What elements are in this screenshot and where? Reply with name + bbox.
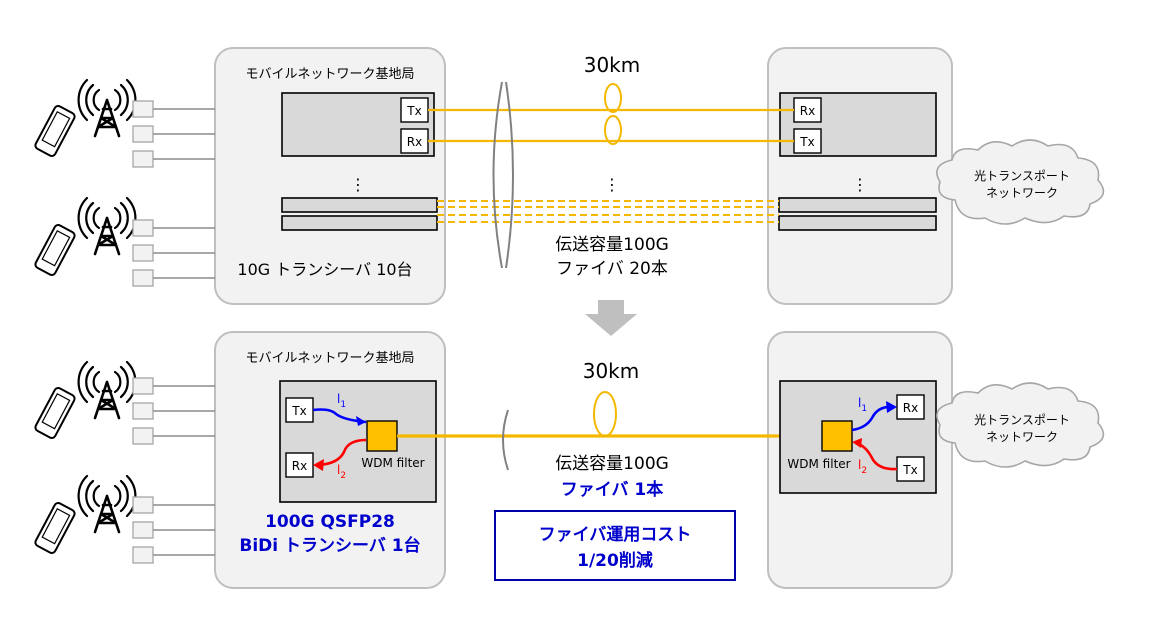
- wdm-filter-left: [366, 420, 398, 452]
- top-cloud-line2: ネットワーク: [986, 186, 1058, 200]
- bottom-tx-port: [285, 397, 314, 423]
- bottom-transceiver-line2: BiDi トランシーバ 1台: [239, 535, 420, 556]
- smartphone-icon: [33, 103, 77, 159]
- smartphone-icon: [33, 222, 77, 278]
- lambda1-label-right: l1: [858, 396, 867, 414]
- cloud-icon: [936, 382, 1105, 468]
- lambda2-path-right: [855, 441, 898, 471]
- top-capacity: 伝送容量100G: [555, 235, 669, 255]
- lambda2-label-right: l2: [858, 458, 867, 476]
- top-tx-port: [400, 97, 429, 123]
- smartphone-icon: [33, 500, 77, 556]
- cost-line2: 1/20削減: [577, 550, 653, 571]
- bottom-rx-port: [285, 452, 314, 478]
- wdm-label-left: WDM filter: [361, 456, 424, 470]
- bottom-bracket: [502, 409, 509, 471]
- lambda1-label-left: l1: [337, 392, 346, 410]
- top-bracket-left: [492, 81, 503, 269]
- bottom-transceiver-line1: 100G QSFP28: [265, 512, 395, 532]
- bottom-tx-label: Tx: [291, 404, 306, 418]
- lambda2-path: [317, 438, 367, 467]
- top-fiber-count: ファイバ 20本: [556, 259, 668, 279]
- top-remote-bar: [778, 215, 937, 231]
- top-transceiver-bar: [281, 197, 438, 213]
- cell-tower-icon: [77, 474, 137, 534]
- cell-tower-icon: [77, 78, 137, 138]
- lambda2-arrowhead: [313, 459, 324, 471]
- top-remote-tx-label: Tx: [799, 135, 814, 149]
- top-transceiver-bar: [281, 215, 438, 231]
- top-middle-ellipsis: ⋮: [604, 175, 620, 194]
- wdm-label-right: WDM filter: [787, 457, 850, 471]
- top-fibers: [428, 83, 794, 223]
- lambda1-arrowhead: [356, 416, 366, 426]
- top-transceiver-label: 10G トランシーバ 10台: [237, 260, 412, 279]
- lambda1-path: [312, 408, 367, 424]
- cell-tower-icon: [77, 360, 137, 420]
- down-arrow-icon: [585, 300, 637, 336]
- top-remote-tx-port: [793, 128, 822, 154]
- wdm-filter-right: [821, 420, 853, 452]
- bottom-cloud-line2: ネットワーク: [986, 430, 1058, 444]
- bottom-capacity: 伝送容量100G: [555, 454, 669, 474]
- top-access-links: [132, 100, 215, 287]
- top-remote-bar: [778, 197, 937, 213]
- top-right-ellipsis: ⋮: [852, 175, 868, 194]
- bottom-rx-label: Rx: [292, 459, 307, 473]
- cost-line1: ファイバ運用コスト: [539, 525, 692, 545]
- cloud-icon: [936, 139, 1105, 225]
- bottom-fiber-coil: [593, 391, 617, 437]
- bottom-remote-rx-label: Rx: [903, 401, 918, 415]
- top-tx-label: Tx: [406, 104, 421, 118]
- top-bracket-right: [505, 81, 514, 269]
- lambda1-path-right: [851, 405, 893, 432]
- lambda2-arrowhead-right: [852, 438, 862, 448]
- cost-reduction-box: [494, 510, 736, 581]
- bottom-cloud-line1: 光トランスポート: [974, 413, 1070, 427]
- lambda2-label-left: l2: [337, 463, 346, 481]
- smartphone-icon: [33, 385, 77, 441]
- cell-tower-icon: [77, 196, 137, 256]
- bottom-distance: 30km: [583, 359, 640, 383]
- top-cloud-line1: 光トランスポート: [974, 169, 1070, 183]
- top-remote-rx-label: Rx: [800, 104, 815, 118]
- bottom-fiber-count: ファイバ 1本: [561, 479, 663, 500]
- top-rx-label: Rx: [407, 135, 422, 149]
- bottom-base-station-title: モバイルネットワーク基地局: [245, 351, 414, 366]
- top-base-station-title: モバイルネットワーク基地局: [245, 67, 414, 82]
- bottom-access-links: [132, 377, 215, 564]
- top-left-ellipsis: ⋮: [350, 175, 366, 194]
- top-distance: 30km: [584, 53, 641, 77]
- lambda1-arrowhead-right: [886, 401, 897, 413]
- bottom-remote-tx-label: Tx: [902, 463, 917, 477]
